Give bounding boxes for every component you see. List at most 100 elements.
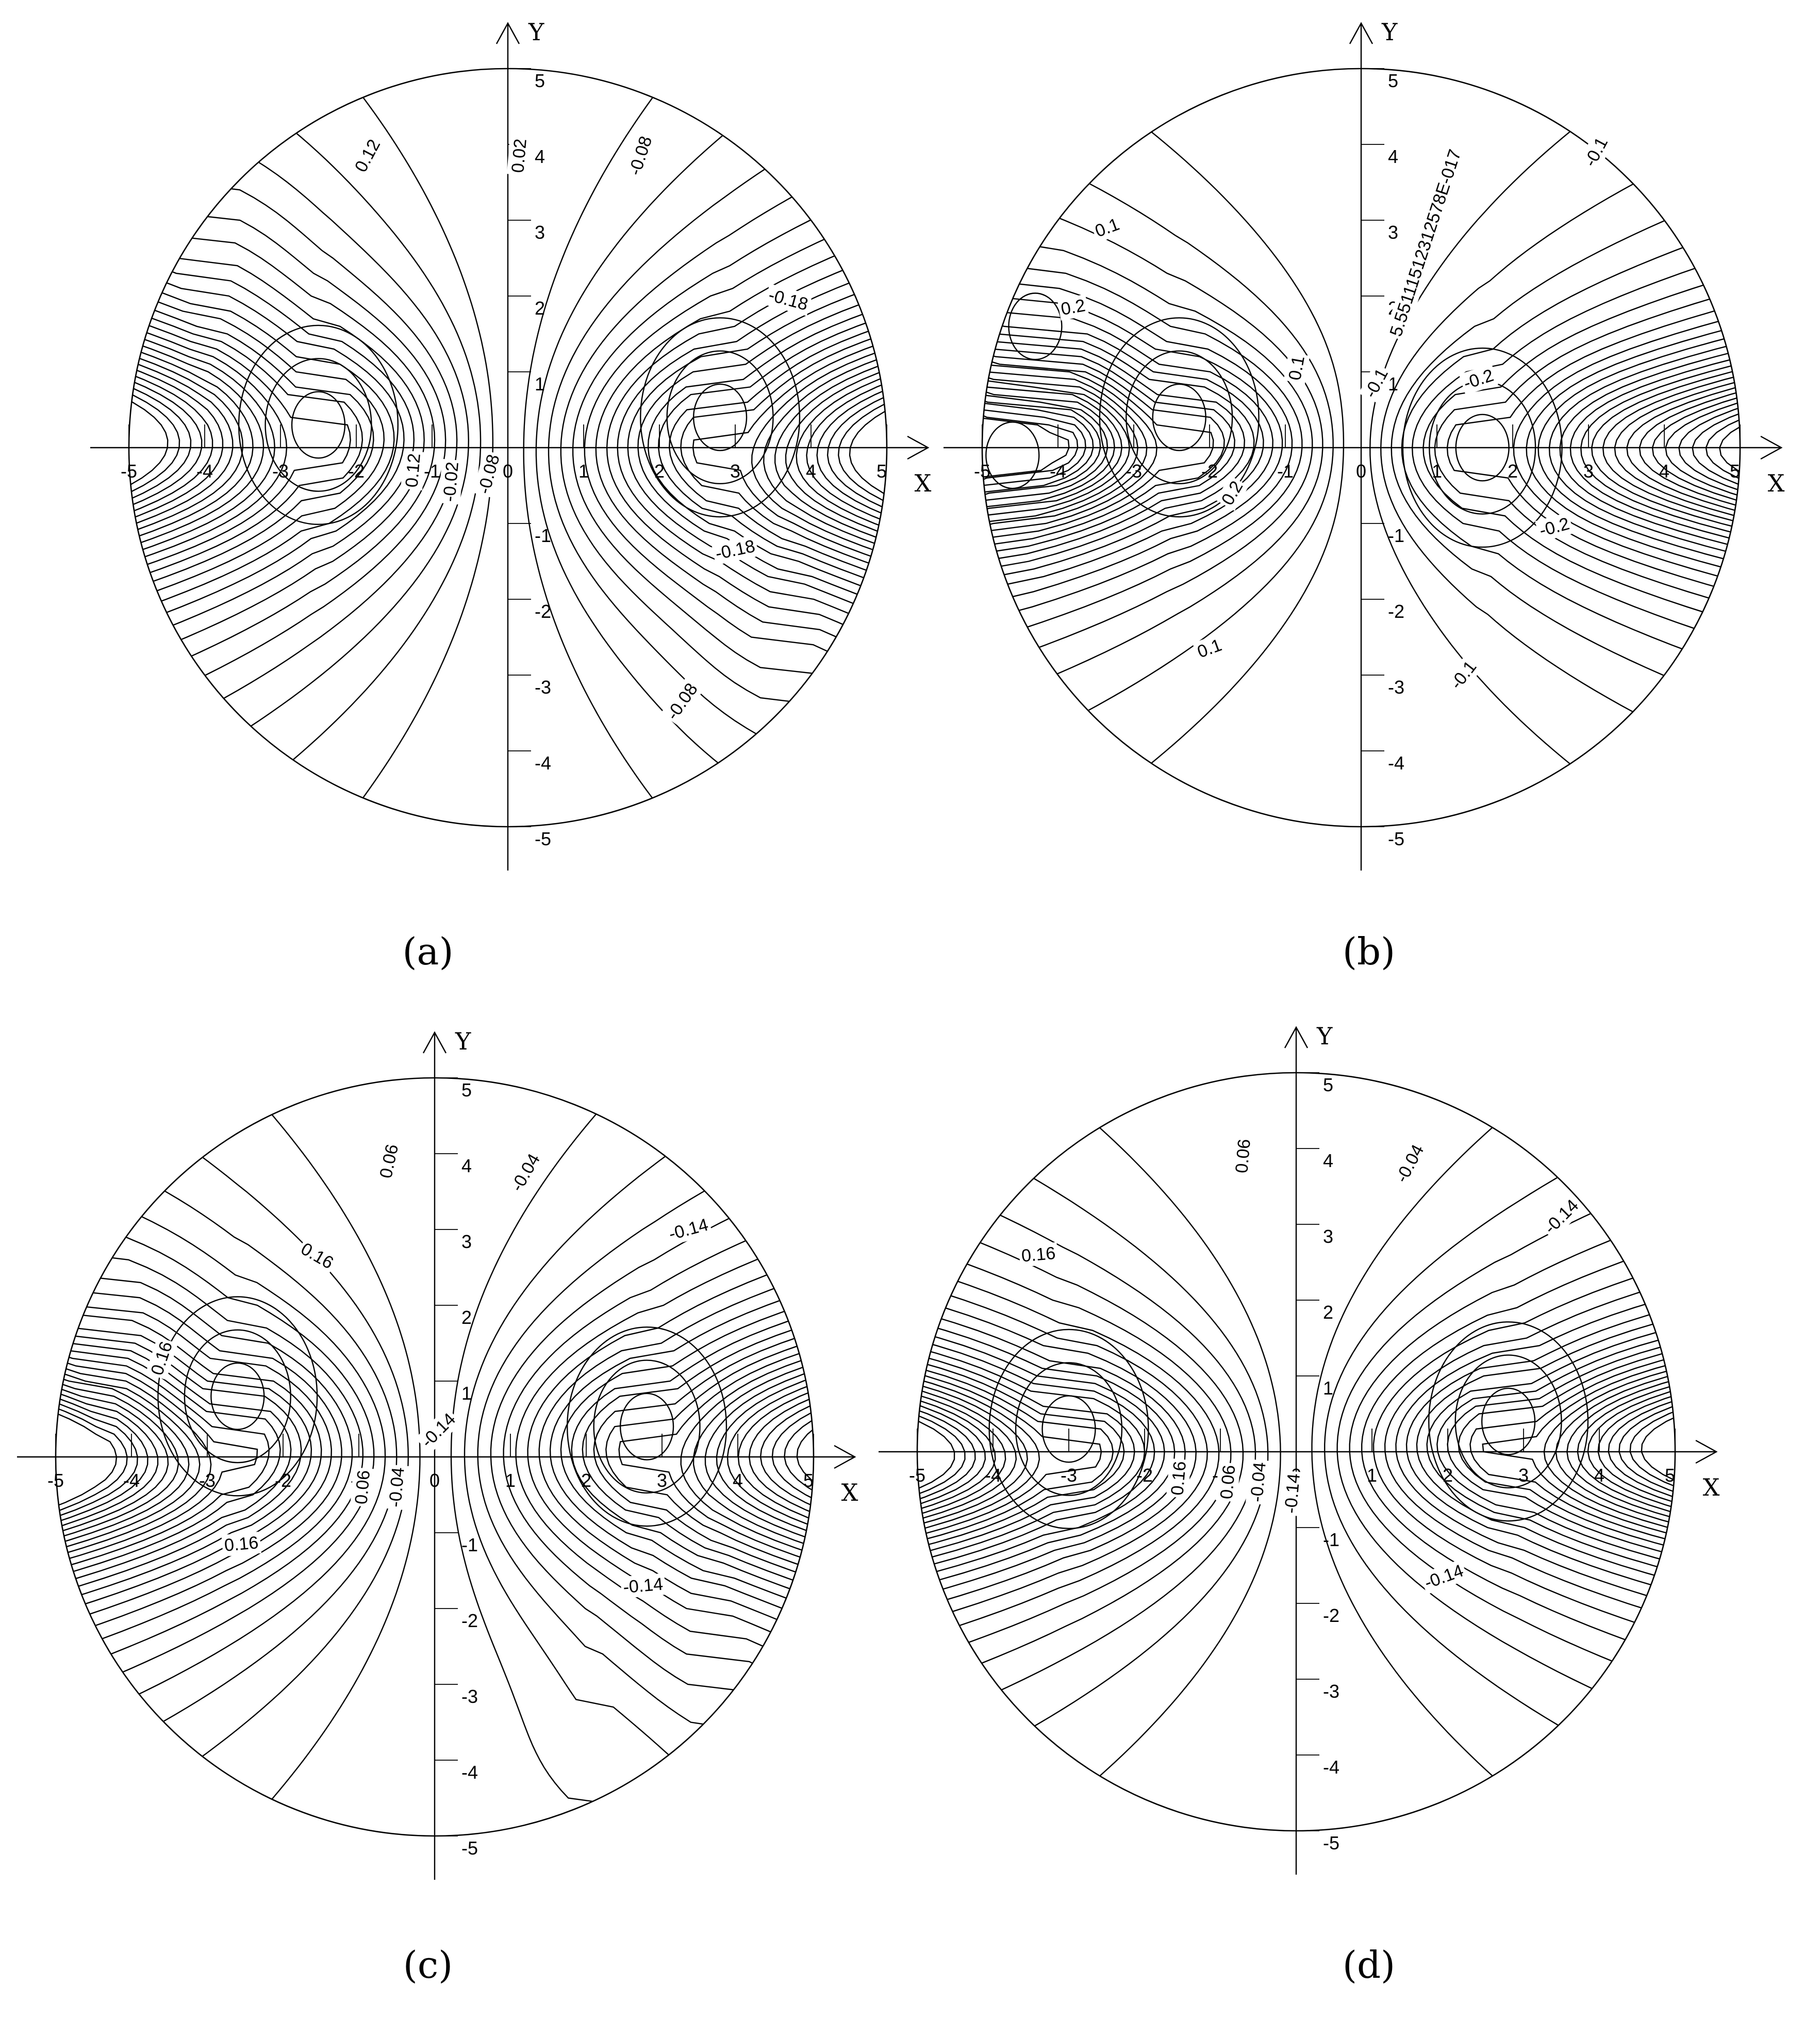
closed-isoline bbox=[988, 1328, 1149, 1530]
contour-label-backdrop bbox=[620, 1573, 666, 1599]
contour-value-label: 0.2 bbox=[1060, 296, 1087, 319]
y-tick-label: -3 bbox=[535, 677, 551, 698]
contour-label-backdrop bbox=[1283, 352, 1310, 384]
contour-label-backdrop bbox=[623, 131, 658, 181]
y-tick-label: -1 bbox=[461, 1534, 478, 1555]
contour-value-label: 0.16 bbox=[224, 1533, 259, 1555]
contour-label-backdrop bbox=[1384, 144, 1467, 341]
y-tick-label: 4 bbox=[1323, 1150, 1333, 1171]
x-tick-label: -4 bbox=[196, 461, 213, 482]
contour-label-backdrop bbox=[1057, 294, 1089, 321]
contour-label-backdrop bbox=[1018, 1242, 1058, 1267]
x-tick-label: -3 bbox=[272, 461, 289, 482]
x-tick-label: -5 bbox=[909, 1465, 925, 1486]
x-tick-label: -2 bbox=[1136, 1465, 1153, 1486]
y-axis-arrow bbox=[1284, 1026, 1309, 1048]
caption-c: (c) bbox=[403, 1943, 453, 1987]
x-tick-label: 1 bbox=[1432, 461, 1442, 482]
x-tick-label: -5 bbox=[121, 461, 137, 482]
x-axis-label: X bbox=[1768, 469, 1785, 497]
x-tick-label: 4 bbox=[733, 1470, 743, 1491]
contour-label-backdrop bbox=[221, 1531, 261, 1557]
contour-label-backdrop bbox=[415, 1407, 462, 1454]
y-tick-label: -1 bbox=[1388, 525, 1404, 546]
y-axis-label: Y bbox=[455, 1027, 471, 1055]
y-tick-label: 5 bbox=[1388, 70, 1398, 91]
contour-value-label: 0.16 bbox=[1021, 1243, 1056, 1266]
contour-label-backdrop bbox=[1535, 512, 1574, 543]
y-tick-label: 2 bbox=[461, 1307, 472, 1328]
x-tick-label: 3 bbox=[730, 461, 740, 482]
contour-value-label: -0.02 bbox=[439, 461, 462, 503]
y-tick-label: 4 bbox=[535, 146, 545, 167]
contour-label-backdrop bbox=[350, 1467, 375, 1507]
contour-value-label: 0.1 bbox=[1285, 354, 1309, 382]
x-tick-label: 4 bbox=[806, 461, 816, 482]
contour-value-label: 0.02 bbox=[508, 138, 531, 173]
closed-isoline bbox=[1008, 292, 1063, 360]
y-tick-label: -3 bbox=[461, 1686, 478, 1707]
x-tick-label: 5 bbox=[803, 1470, 814, 1491]
contour-label-backdrop bbox=[1359, 363, 1394, 404]
y-tick-label: -3 bbox=[1323, 1681, 1339, 1702]
y-tick-label: -2 bbox=[1388, 601, 1404, 622]
contour-label-backdrop bbox=[1578, 132, 1614, 172]
x-tick-label: 4 bbox=[1594, 1465, 1604, 1486]
y-tick-label: -1 bbox=[535, 525, 551, 546]
closed-isoline bbox=[692, 383, 748, 451]
contour-value-label: 0.06 bbox=[1232, 1138, 1254, 1174]
x-tick-label: -4 bbox=[985, 1465, 1001, 1486]
y-tick-label: -4 bbox=[535, 752, 551, 774]
y-axis-arrow bbox=[422, 1031, 447, 1054]
y-tick-label: 1 bbox=[461, 1383, 472, 1404]
closed-isoline bbox=[264, 358, 372, 492]
closed-isoline bbox=[1152, 383, 1206, 451]
contour-label-backdrop bbox=[295, 1237, 339, 1275]
contour-label-backdrop bbox=[1215, 1462, 1240, 1502]
closed-isoline bbox=[1126, 350, 1233, 485]
contour-value-label: 0.06 bbox=[352, 1469, 374, 1505]
closed-isoline bbox=[619, 1392, 674, 1461]
contour-label-backdrop bbox=[660, 677, 704, 726]
closed-isoline bbox=[666, 350, 774, 485]
x-axis-arrow bbox=[1760, 435, 1783, 460]
x-tick-label: 3 bbox=[1518, 1465, 1529, 1486]
contour-label-backdrop bbox=[711, 535, 759, 565]
x-axis-arrow bbox=[1695, 1439, 1718, 1464]
contour-label-backdrop bbox=[1459, 364, 1499, 395]
contour-value-label: 0.12 bbox=[402, 452, 424, 488]
caption-d: (d) bbox=[1343, 1943, 1395, 1987]
closed-isoline bbox=[567, 1326, 727, 1527]
contour-label-backdrop bbox=[145, 1337, 178, 1380]
closed-isoline bbox=[210, 1362, 265, 1430]
y-tick-label: 3 bbox=[1323, 1226, 1333, 1247]
y-tick-label: 4 bbox=[461, 1155, 472, 1176]
contour-label-backdrop bbox=[664, 1213, 713, 1246]
closed-isoline bbox=[157, 1296, 318, 1497]
contour-label-backdrop bbox=[1166, 1458, 1192, 1499]
y-tick-label: 5 bbox=[535, 70, 545, 91]
contour-label-backdrop bbox=[472, 450, 505, 499]
contour-label-backdrop bbox=[384, 1464, 410, 1511]
contour-label-backdrop bbox=[1538, 1193, 1585, 1240]
contour-label-backdrop bbox=[1230, 1136, 1256, 1176]
x-tick-label: -1 bbox=[1277, 461, 1294, 482]
x-tick-label: -3 bbox=[1126, 461, 1142, 482]
x-tick-label: 5 bbox=[1730, 461, 1740, 482]
contour-value-label: -0.04 bbox=[1247, 1462, 1270, 1503]
x-tick-label: 0 bbox=[429, 1470, 440, 1491]
contour-label-backdrop bbox=[1444, 654, 1483, 696]
y-axis-arrow bbox=[1349, 22, 1374, 44]
contour-label-backdrop bbox=[505, 1148, 546, 1198]
closed-isoline bbox=[593, 1359, 701, 1494]
contour-label-backdrop bbox=[1216, 475, 1249, 511]
x-tick-label: -2 bbox=[275, 1470, 291, 1491]
contour-value-label: -0.14 bbox=[622, 1574, 664, 1598]
x-tick-label: -1 bbox=[424, 461, 440, 482]
y-tick-label: 1 bbox=[535, 373, 545, 395]
y-tick-label: -5 bbox=[1388, 828, 1404, 849]
contour-label-backdrop bbox=[1192, 633, 1227, 664]
y-tick-label: -5 bbox=[461, 1838, 478, 1859]
